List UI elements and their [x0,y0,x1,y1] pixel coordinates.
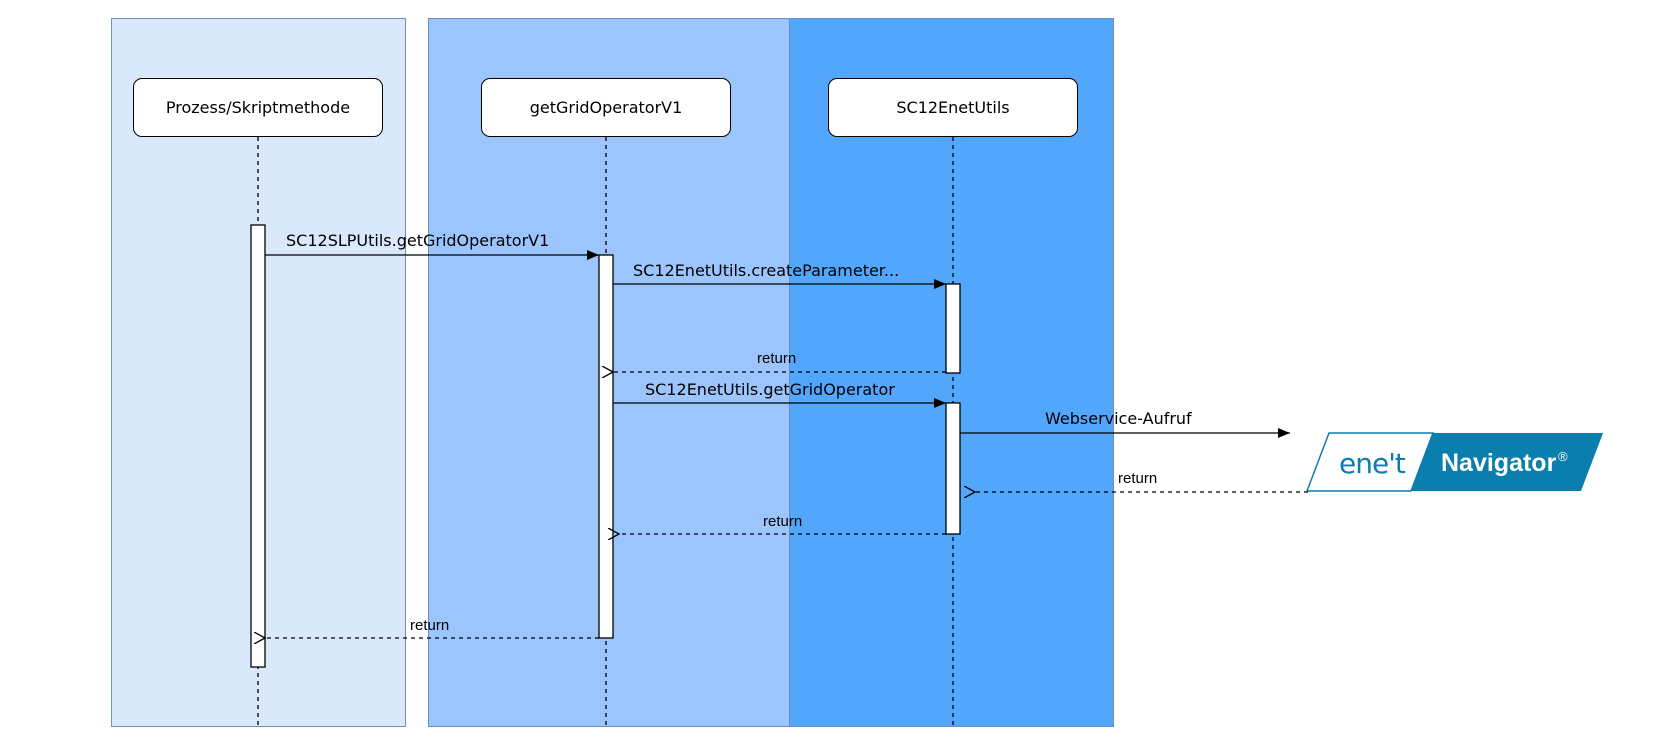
message-label-m2: SC12EnetUtils.createParameter... [633,261,899,280]
logo-registered-mark: ® [1558,449,1568,464]
participant-label: getGridOperatorV1 [529,98,683,117]
participant-sc12enetutils: SC12EnetUtils [828,78,1078,137]
enet-navigator-logo: ene't Navigator ® [1305,432,1603,492]
activation-createparameter [945,283,961,374]
message-label-m4: Webservice-Aufruf [1045,409,1192,428]
return-label-r4: return [1118,470,1157,487]
logo-ene-text: ene't [1339,447,1406,480]
logo-right-panel [1411,433,1603,491]
return-label-r1: return [410,617,449,634]
activation-getgridoperator-enet [945,402,961,535]
activation-prozess [250,224,266,668]
logo-navigator-text: Navigator [1441,449,1557,477]
message-label-m3: SC12EnetUtils.getGridOperator [645,380,895,399]
participant-label: Prozess/Skriptmethode [165,98,351,117]
return-label-r3: return [763,513,802,530]
message-label-m1: SC12SLPUtils.getGridOperatorV1 [286,231,549,250]
participant-getgridoperatorv1: getGridOperatorV1 [481,78,731,137]
activation-getgridoperator [598,254,614,639]
participant-prozess-skriptmethode: Prozess/Skriptmethode [133,78,383,137]
participant-label: SC12EnetUtils [896,98,1010,117]
return-label-r2: return [757,350,796,367]
